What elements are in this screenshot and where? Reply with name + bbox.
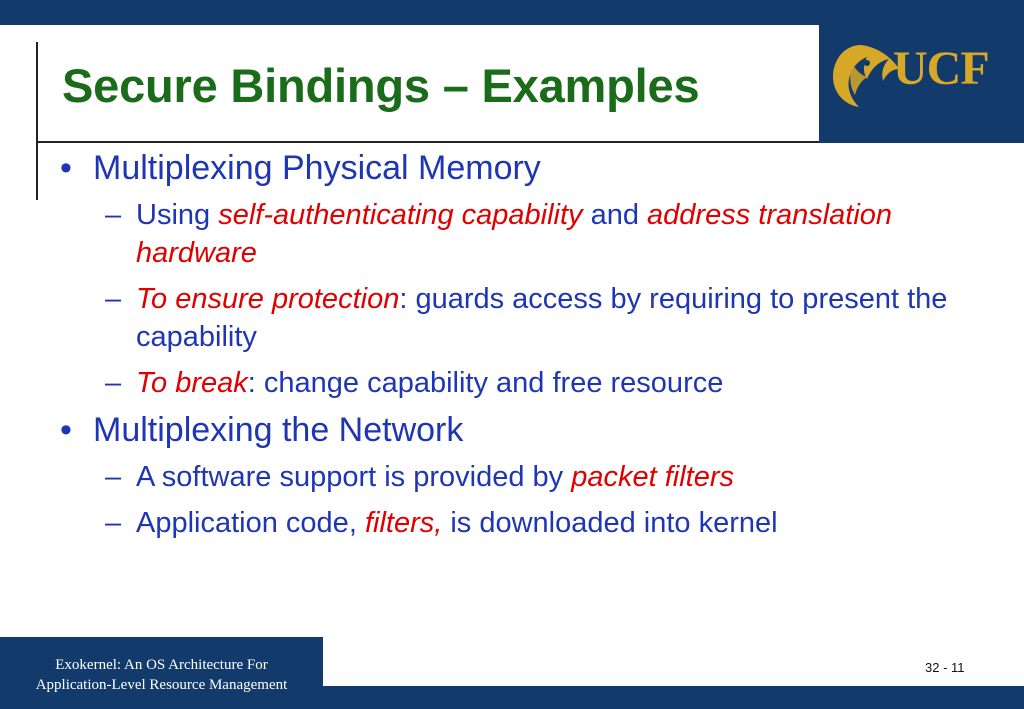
bullet-text: Multiplexing the Network xyxy=(93,411,464,449)
sub-bullet: – To break: change capability and free r… xyxy=(105,364,980,402)
bullet-text: Multiplexing Physical Memory xyxy=(93,149,541,187)
dash: – xyxy=(105,199,122,231)
sub-bullet: – Using self-authenticating capability a… xyxy=(105,196,980,272)
sub-bullet: – To ensure protection: guards access by… xyxy=(105,280,980,356)
page-number: 32 - 11 xyxy=(925,660,965,675)
footer-bar xyxy=(0,686,1024,709)
logo-wordmark: UCF xyxy=(893,42,990,95)
dash: – xyxy=(105,367,122,399)
sub-bullet-text: Using self-authenticating capability and… xyxy=(136,199,893,269)
title-vertical-rule xyxy=(36,42,38,200)
footer-line-1: Exokernel: An OS Architecture For xyxy=(55,657,268,673)
dash: – xyxy=(105,283,122,315)
bullet-memory: • Multiplexing Physical Memory xyxy=(60,148,980,188)
bullet-dot: • xyxy=(60,411,72,449)
bullet-network: • Multiplexing the Network xyxy=(60,410,980,450)
footer-course-title: Exokernel: An OS Architecture For Applic… xyxy=(0,655,323,695)
dash: – xyxy=(105,461,122,493)
title-horizontal-rule xyxy=(36,141,819,143)
footer-line-2: Application-Level Resource Management xyxy=(35,677,288,693)
top-bar xyxy=(0,0,1024,25)
sub-bullet-text: Application code, filters, is downloaded… xyxy=(136,507,778,539)
bullet-dot: • xyxy=(60,149,72,187)
sub-bullet: – Application code, filters, is download… xyxy=(105,504,980,542)
slide-content: • Multiplexing Physical Memory – Using s… xyxy=(60,148,980,550)
dash: – xyxy=(105,507,122,539)
sub-bullet-text: A software support is provided by packet… xyxy=(136,461,735,493)
sub-bullet-text: To break: change capability and free res… xyxy=(136,367,724,399)
logo-panel: UCF xyxy=(819,25,1024,143)
sub-bullet: – A software support is provided by pack… xyxy=(105,458,980,496)
slide-title: Secure Bindings – Examples xyxy=(62,59,700,112)
ucf-pegasus-logo-icon xyxy=(833,45,899,107)
sub-bullet-text: To ensure protection: guards access by r… xyxy=(136,283,948,353)
